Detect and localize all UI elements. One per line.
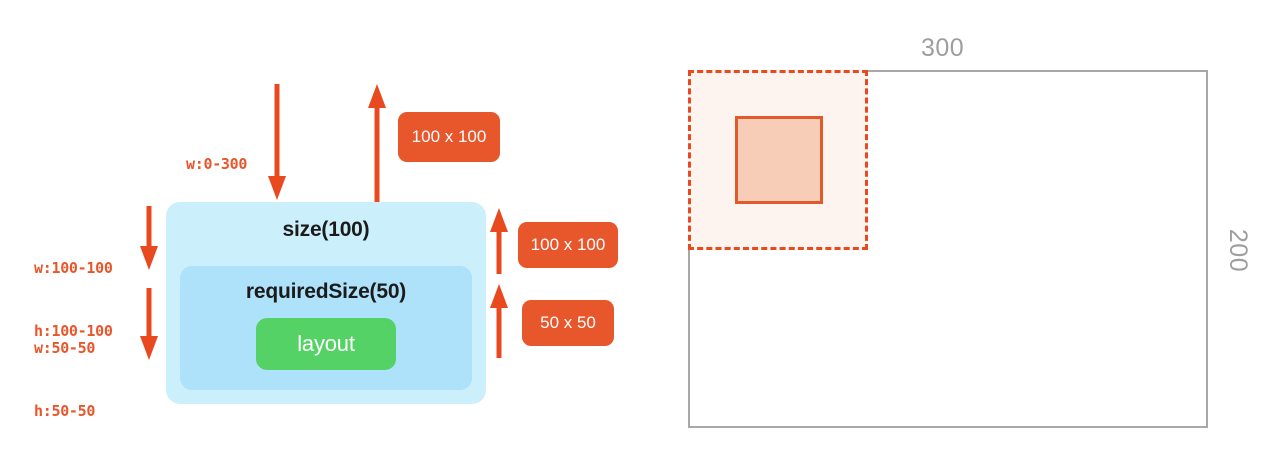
box-required-size-50: requiredSize(50) layout xyxy=(180,266,472,390)
size-arrow-up-outer xyxy=(490,208,508,274)
viewport-height-label: 200 xyxy=(1224,228,1253,273)
constraint-arrow-down-step-1 xyxy=(140,206,158,272)
constraint-label-step-2: w:50-50 h:50-50 xyxy=(34,296,95,462)
constraint-arrow-down-step-2 xyxy=(140,288,158,362)
constraint-step-1-width: w:100-100 xyxy=(34,259,113,277)
size-arrow-up-top xyxy=(368,84,386,202)
size-badge-outer: 100 x 100 xyxy=(518,222,618,268)
box-size-100: size(100) requiredSize(50) layout xyxy=(166,202,486,404)
size-arrow-up-inner xyxy=(490,284,508,358)
constraint-square-dashed xyxy=(688,70,868,250)
constraint-step-2-height: h:50-50 xyxy=(34,402,96,420)
size-badge-inner: 50 x 50 xyxy=(522,300,614,346)
constraint-step-1-height: h:100-100 xyxy=(34,322,113,340)
size-badge-top: 100 x 100 xyxy=(398,112,500,162)
box-size-100-label: size(100) xyxy=(282,218,370,241)
constraint-arrow-down-incoming xyxy=(268,84,286,202)
constraint-step-2-width: w:50-50 xyxy=(34,339,96,357)
box-required-size-50-label: requiredSize(50) xyxy=(245,280,407,303)
rendered-square-solid xyxy=(735,116,823,204)
pill-layout: layout xyxy=(256,318,396,370)
viewport-width-label: 300 xyxy=(921,34,965,62)
incoming-constraint-width: w:0-300 xyxy=(186,155,248,173)
constraint-label-step-1: w:100-100 h:100-100 xyxy=(34,216,113,384)
